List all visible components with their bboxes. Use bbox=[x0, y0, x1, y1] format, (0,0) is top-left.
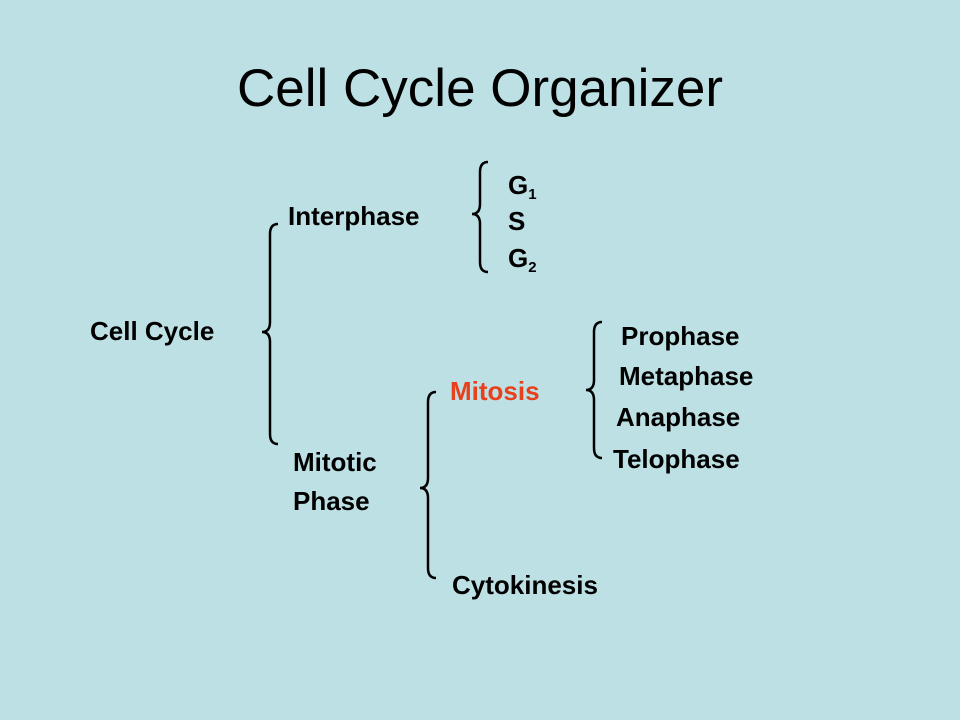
prophase-label: Prophase bbox=[621, 321, 740, 351]
mitosis-brace bbox=[585, 320, 603, 460]
metaphase-label: Metaphase bbox=[619, 361, 754, 391]
telophase-label: Telophase bbox=[613, 444, 740, 474]
mitotic-phase-brace bbox=[419, 390, 437, 580]
cell-cycle-label: Cell Cycle bbox=[90, 316, 215, 346]
s-label: S bbox=[508, 206, 526, 236]
anaphase-label: Anaphase bbox=[616, 402, 741, 432]
mitotic-phase-label: Mitotic Phase bbox=[293, 443, 377, 521]
mitotic-phase-line-2: Phase bbox=[293, 486, 370, 516]
mitotic-phase-line-1: Mitotic bbox=[293, 447, 377, 477]
mitosis-label: Mitosis bbox=[450, 376, 540, 406]
cytokinesis-label: Cytokinesis bbox=[452, 570, 598, 600]
g2-label: G2 bbox=[508, 243, 537, 276]
interphase-label: Interphase bbox=[288, 201, 420, 231]
g1-label: G1 bbox=[508, 170, 537, 203]
interphase-brace bbox=[471, 160, 489, 274]
cell-cycle-brace bbox=[261, 222, 279, 446]
page-title: Cell Cycle Organizer bbox=[237, 59, 723, 118]
